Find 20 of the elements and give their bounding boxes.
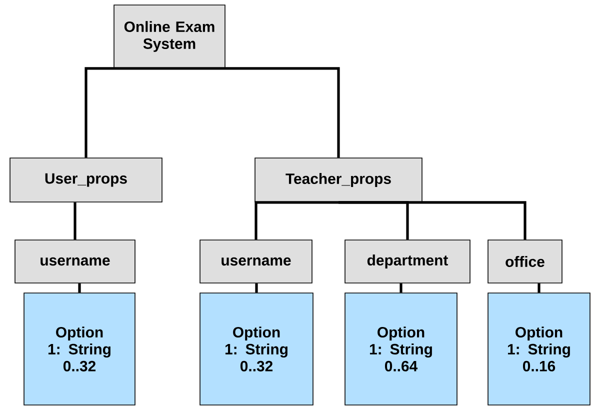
connector-line	[400, 283, 402, 293]
option-box: Option 1: String 0..32	[200, 292, 314, 406]
connector-line	[255, 283, 258, 293]
connector-line	[538, 283, 540, 293]
title-box: Online Exam System	[114, 4, 226, 68]
connector-line	[338, 201, 526, 240]
field-box: office	[488, 240, 562, 284]
connector-line	[170, 67, 340, 158]
connector-line	[74, 202, 76, 240]
option-box: Option 1: String 0..64	[344, 292, 458, 406]
connector-line	[78, 283, 81, 293]
field-box: department	[344, 240, 470, 284]
option-box: Option 1: String 0..16	[488, 292, 590, 406]
connector-line	[84, 67, 170, 158]
field-box: username	[14, 240, 136, 284]
connector-line	[254, 201, 338, 240]
field-box: username	[200, 240, 312, 284]
group-box: Teacher_props	[254, 158, 422, 202]
group-box: User_props	[10, 158, 162, 202]
option-box: Option 1: String 0..32	[24, 292, 136, 406]
